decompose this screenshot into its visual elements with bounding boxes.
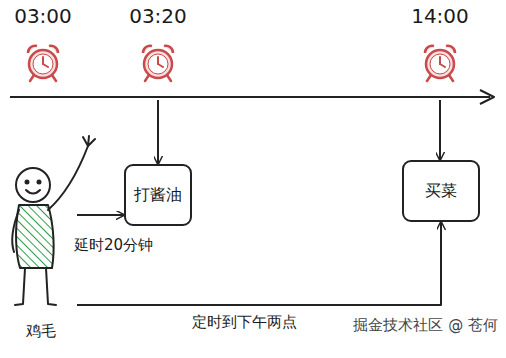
box-label: 打酱油 [134,185,182,205]
time-label: 03:00 [14,4,72,28]
alarm-clock-icon [143,46,173,81]
process-box: 打酱油 [124,164,192,226]
timeline-axis [10,90,494,104]
connector-arrow [439,100,441,160]
edge-label: 定时到下午两点 [190,313,299,331]
edge-label: 延时20分钟 [72,236,155,254]
clock-node: 03:20 [119,4,197,100]
person-node: 鸡毛 [5,130,77,342]
connector-arrow [157,100,159,164]
process-box: 买菜 [402,160,480,222]
person-name: 鸡毛 [26,322,56,342]
alarm-clock-icon [28,46,58,81]
stick-figure [12,136,95,305]
alarm-clock-icon [425,46,455,81]
watermark: 掘金技术社区 @ 苍何 [351,316,500,334]
time-label: 03:20 [129,4,187,28]
connector-arrow [77,222,441,305]
clock-node: 14:00 [401,4,479,100]
clock-node: 03:00 [4,4,82,100]
connector-arrow [77,214,124,216]
box-label: 买菜 [425,181,457,201]
time-label: 14:00 [411,4,469,28]
